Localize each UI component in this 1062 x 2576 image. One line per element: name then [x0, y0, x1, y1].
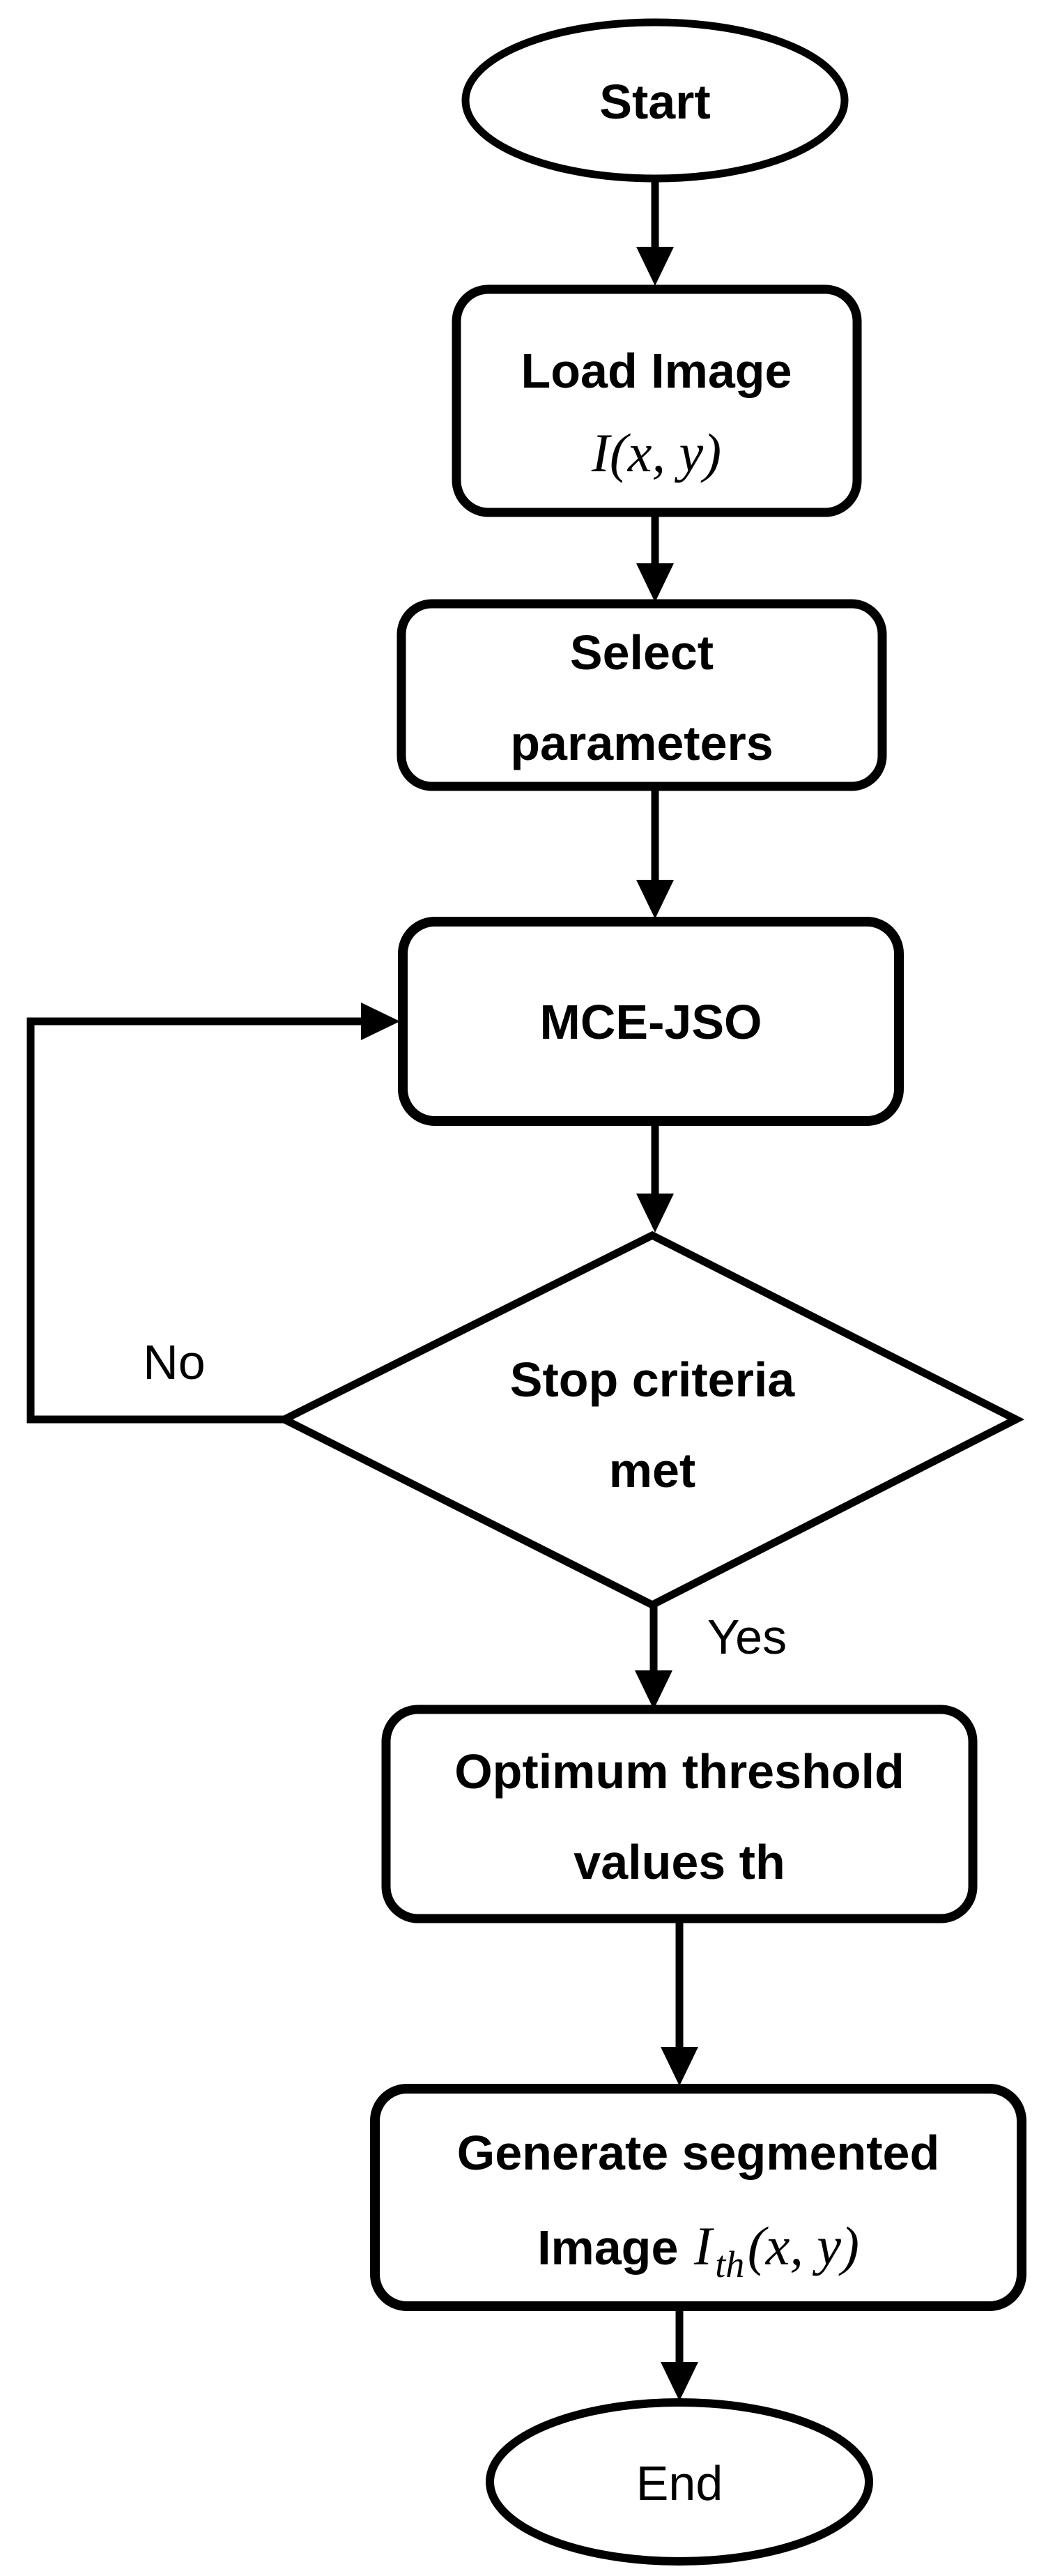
generate-segmented-math-base: I: [693, 2216, 715, 2276]
generate-segmented-box: [370, 2084, 1026, 2311]
stop-criteria-line2: met: [609, 1443, 695, 1497]
generate-segmented-line2: Image I th (x, y): [537, 2216, 859, 2285]
select-parameters-line2: parameters: [510, 716, 773, 770]
optimum-threshold-line1: Optimum threshold: [454, 1744, 905, 1799]
select-parameters-line1: Select: [570, 625, 714, 680]
mce-jso-box: [398, 917, 904, 1126]
end-node: End: [486, 2398, 873, 2566]
arrowhead-yes: [635, 1670, 672, 1709]
end-ellipse: [486, 2398, 873, 2566]
optimum-threshold-node: Optimum threshold values th: [381, 1705, 978, 1923]
stop-criteria-diamond: [275, 1230, 1025, 1610]
arrowhead-start-to-load: [636, 247, 674, 286]
edge-optimum-to-generate: [661, 1919, 698, 2086]
generate-segmented-math-args: (x, y): [748, 2216, 859, 2276]
generate-segmented-math-subscript: th: [715, 2243, 744, 2285]
load-image-math: I(x, y): [591, 422, 721, 483]
stop-criteria-node: Stop criteria met: [275, 1230, 1025, 1610]
edge-generate-to-end: [661, 2306, 698, 2401]
edge-no-loop-line: [26, 1017, 367, 1424]
load-image-label: Load Image: [521, 344, 792, 398]
generate-segmented-node: Generate segmented Image I th (x, y): [370, 2084, 1026, 2311]
end-label: End: [636, 2456, 723, 2510]
edge-yes: Yes: [635, 1605, 787, 1709]
select-parameters-node: Select parameters: [397, 599, 887, 791]
load-image-node: Load Image I(x, y): [452, 284, 862, 517]
edge-select-to-mce: [636, 786, 674, 919]
select-parameters-box: [397, 599, 887, 791]
arrowhead-generate-to-end: [661, 2362, 698, 2401]
edge-no-loop: No: [26, 1003, 400, 1424]
arrowhead-mce-to-decision: [636, 1194, 674, 1233]
generate-segmented-line2-word: Image: [537, 2220, 678, 2275]
arrowhead-no-loop: [361, 1003, 400, 1040]
arrowhead-select-to-mce: [636, 880, 674, 919]
arrowhead-load-to-select: [636, 563, 674, 602]
start-node: Start: [461, 18, 849, 183]
start-label: Start: [599, 75, 710, 129]
arrowhead-optimum-to-generate: [661, 2047, 698, 2086]
generate-segmented-line1: Generate segmented: [457, 2126, 939, 2180]
optimum-threshold-line2: values th: [574, 1835, 785, 1889]
stop-criteria-line1: Stop criteria: [510, 1352, 796, 1407]
no-edge-label: No: [143, 1335, 205, 1389]
mce-jso-label: MCE-JSO: [540, 995, 762, 1049]
yes-edge-label: Yes: [707, 1610, 787, 1664]
edge-mce-to-decision: [636, 1121, 674, 1233]
edge-load-to-select: [636, 512, 674, 602]
edge-start-to-load: [636, 178, 674, 286]
mce-jso-node: MCE-JSO: [398, 917, 904, 1126]
